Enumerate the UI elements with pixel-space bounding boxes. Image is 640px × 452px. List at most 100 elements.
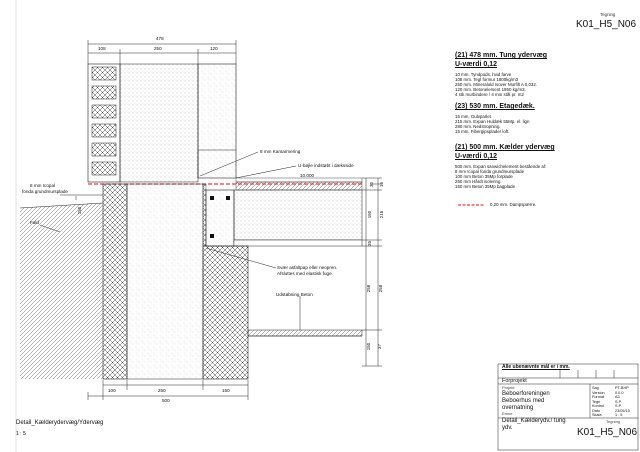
bottom-dimension — [87, 380, 249, 400]
tb-project-3: overnatning — [502, 405, 534, 411]
callout-asfalt-1: Svær asfaltpap eller neopren. — [277, 265, 338, 270]
tb-meta-val: S.P. — [615, 399, 622, 404]
brick — [91, 66, 117, 81]
lower-slab — [247, 329, 363, 337]
callout-asfalt-2: Afsluttes med elastisk fuge. — [277, 271, 333, 276]
brick-courses — [91, 66, 117, 176]
tb-project-1: Beboerforeningen — [502, 391, 550, 397]
right-dimension-chain — [362, 177, 382, 367]
dim-right-6: 258 — [366, 284, 372, 293]
spec3-title: (21) 500 mm. Kælder ydervæg — [455, 144, 555, 151]
tb-meta-val: 0.0.0 — [615, 390, 624, 395]
spec2-title: (23) 530 mm. Etagedæk. — [455, 103, 535, 110]
concrete-joint — [197, 149, 236, 178]
spec3-line: 150 mm Beton 35Mp bagplade — [455, 184, 516, 189]
floor-layer — [235, 181, 363, 191]
dim-right-4: 215 — [379, 210, 385, 219]
spec1-line: 108 mm. Tegl formur 1800kg/m3 — [455, 77, 519, 82]
rebar-3 — [226, 196, 230, 200]
spec3-line: 250 mm Hårdt isolering — [455, 179, 501, 184]
floor-level: 10.000 — [300, 173, 315, 178]
spec2-line: 280 mm. Nedstropning. — [455, 124, 501, 129]
basement-wall-top — [202, 183, 207, 247]
header-sheet-label: Tegning — [600, 12, 616, 17]
tb-meta-key: Kontrol — [592, 404, 605, 408]
tb-meta-key: Skala — [592, 413, 602, 417]
concrete-element — [197, 63, 237, 179]
dim-top-concrete: 120 — [210, 46, 218, 51]
tb-client-label: Emne — [502, 411, 513, 416]
callout-kantarmering: 8 mm Kantarmering — [260, 149, 301, 154]
leaders — [60, 151, 301, 330]
basement-concrete-face — [102, 183, 128, 380]
basement-insulation — [126, 183, 204, 380]
dim-bottom-total: 500 — [162, 398, 170, 403]
spec3-subtitle: U-værdi 0,12 — [455, 153, 498, 160]
dim-right-2: 15 — [378, 182, 384, 187]
spec2-line: 15 mm. Fibergipsplader loft. — [455, 129, 510, 134]
dim-right-3: 150 — [367, 210, 373, 219]
dim-slab-depth: 150 — [77, 206, 83, 215]
spec3-line: 100 mm Beton 35Mp forplade — [455, 174, 513, 179]
spec1-line: 4 stk murbindere / 4 mm stål pr. m2 — [455, 92, 524, 97]
tb-meta-key: Dato — [592, 408, 601, 413]
spec2-line: 15 mm. Gulvparlet. — [455, 114, 493, 119]
tb-meta-key: Tegn — [592, 399, 601, 404]
callout-beton: Udstøbning Beton — [276, 292, 313, 297]
dim-top-insulation: 250 — [154, 46, 162, 51]
tb-meta-key: Version — [592, 390, 605, 395]
header-sheet-code: K01_H5_N06 — [576, 19, 637, 30]
tb-meta-val: 1 : 5 — [615, 413, 623, 417]
brick — [91, 142, 117, 157]
terrain — [19, 202, 104, 379]
top-dimension — [87, 40, 237, 64]
floor-finish — [235, 177, 363, 183]
spec3-line: 8 mm Icopal fonda grundmursplade — [455, 169, 525, 174]
tb-project-label: Projekt — [502, 385, 515, 390]
callout-icopal-2: fonda grundmursplade — [22, 189, 68, 194]
dim-top-brick: 108 — [98, 46, 106, 51]
brick — [91, 85, 117, 100]
basement-concrete-back — [202, 245, 249, 380]
spec3-line: 500 mm. Expan sanwichelement bestående a… — [455, 164, 547, 169]
rebar-2 — [210, 234, 214, 238]
brick — [91, 104, 117, 119]
detail-scale: 1 : 5 — [16, 431, 26, 437]
dim-bottom-back: 150 — [222, 388, 230, 393]
tb-sheet-code: K01_H5_N06 — [577, 427, 638, 438]
brick — [91, 123, 117, 138]
tb-subject-1: Detail_Kælderydv./ tung — [502, 418, 566, 424]
tb-meta-val: PT-BHP — [615, 386, 629, 390]
spec1-line: 120 mm. Betonelement 1950 kg/m3. — [455, 87, 526, 92]
tb-meta-key: Format — [592, 395, 605, 399]
title-block-frame — [497, 363, 639, 451]
dim-right-7: 258 — [378, 284, 384, 293]
tb-phase: Forprojekt — [502, 378, 527, 384]
spec1-line: 10 mm. Tyndpuds, hvid farve — [455, 72, 512, 77]
dim-right-8: 150 — [366, 342, 372, 351]
tb-meta-val: 23/05/15 — [615, 408, 630, 413]
spec1-line: 250 mm. Mineraluld Isover Murfilt A 0,03… — [455, 82, 537, 87]
dim-right-5: 35 — [366, 241, 372, 246]
tb-note: Alle ubenævnte mål er i mm. — [502, 364, 570, 370]
rebar-1 — [210, 196, 214, 200]
brick — [91, 161, 117, 176]
callout-fald: Fald — [30, 220, 39, 225]
detail-title: Detail_Kælderydervæg/Ydervæg — [16, 420, 104, 426]
tb-meta-val: A3 — [615, 395, 620, 399]
dim-right-1: 30 — [368, 182, 374, 187]
dim-bottom-front: 100 — [108, 388, 116, 393]
dim-bottom-insulation: 250 — [158, 388, 166, 393]
dim-top-total: 478 — [156, 36, 164, 41]
dim-right-9: 37 — [376, 344, 382, 349]
callout-ubojle: U-bøjle indstøbt i dæksside — [298, 163, 354, 168]
hollow-core-slab — [233, 189, 363, 241]
tb-sheet-label: Tegning — [606, 419, 621, 424]
tb-meta-key: Sag — [592, 386, 599, 390]
legend-text: 0,20 mm. Dampspærre. — [490, 202, 537, 207]
spec1-subtitle: U-værdi 0,12 — [455, 61, 498, 68]
mineral-wool-insulation — [119, 63, 199, 183]
callout-icopal-1: 8 mm Icopal — [30, 183, 56, 188]
tb-subject-2: ydv. — [502, 425, 513, 431]
